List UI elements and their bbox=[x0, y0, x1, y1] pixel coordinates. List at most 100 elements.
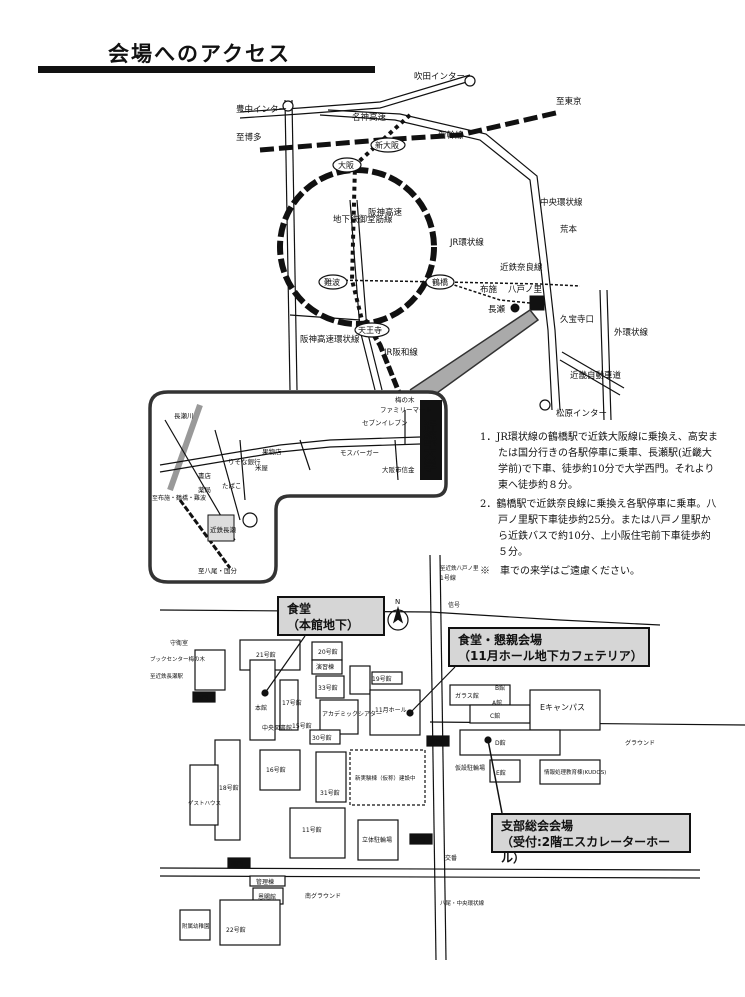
north-label: N bbox=[395, 598, 400, 606]
building-label: D館 bbox=[495, 739, 506, 747]
access-note: ※ 車での来学はご遠慮ください。 bbox=[480, 566, 640, 577]
gate-label: 東門 bbox=[413, 836, 425, 844]
campus-label: ブックセンター梅の木 bbox=[150, 655, 206, 663]
title-rule bbox=[38, 66, 375, 73]
campus-label: 八尾・中央環状線 bbox=[440, 899, 485, 907]
local-label: 書店 bbox=[198, 471, 212, 480]
campus-label: 至近鉄八戸ノ里 bbox=[440, 564, 479, 572]
building-label: 管理棟 bbox=[256, 878, 274, 886]
station-label: 長瀬 bbox=[488, 304, 506, 315]
page-title: 会場へのアクセス bbox=[108, 41, 291, 66]
building-label: 16号館 bbox=[266, 766, 286, 774]
line-label: 地下鉄御堂筋線 bbox=[333, 214, 393, 225]
local-label: 果物店 bbox=[262, 447, 282, 456]
building-label: 演習棟 bbox=[316, 663, 334, 671]
line-label: JR環状線 bbox=[449, 237, 484, 248]
callout-sub: （11月ホール地下カフェテリア） bbox=[458, 649, 643, 663]
shinkansen-line bbox=[259, 109, 561, 153]
station-label: 難波 bbox=[324, 277, 340, 287]
campus-label: 南グラウンド bbox=[305, 892, 341, 900]
local-label: 近鉄長瀬 bbox=[210, 525, 237, 534]
local-label: りそな銀行 bbox=[228, 457, 261, 466]
place-label: 荒本 bbox=[560, 224, 578, 235]
area-map-labels: 吹田インター 豊中インター 松原インター 至東京 至博多 名神高速 新幹線 中央… bbox=[236, 71, 649, 419]
road-label: 外環状線 bbox=[614, 327, 649, 338]
building-label: Eキャンパス bbox=[540, 703, 585, 712]
gate-label: 西門 bbox=[196, 695, 208, 702]
map-connector bbox=[409, 308, 540, 399]
campus-label: 1号線 bbox=[440, 574, 456, 582]
callout-cafeteria: 食堂 （本館地下） bbox=[277, 596, 385, 636]
building-label: 33号館 bbox=[318, 684, 338, 692]
local-map bbox=[159, 400, 442, 569]
area-map bbox=[239, 74, 625, 421]
building-label: 新実験棟（仮称）建設中 bbox=[355, 774, 416, 782]
building-label: 恩賜館 bbox=[258, 893, 276, 901]
campus-label: 守衛室 bbox=[170, 639, 188, 647]
local-label: 至布施・鶴橋・難波 bbox=[152, 494, 206, 502]
building-label: ガラス館 bbox=[455, 692, 479, 700]
campus-label: 信号 bbox=[448, 601, 460, 609]
building-label: ゲストハウス bbox=[188, 799, 221, 807]
campus-label: 至近鉄長瀬駅 bbox=[150, 672, 184, 680]
building-label: 15号館 bbox=[292, 722, 312, 730]
line-label: JR阪和線 bbox=[383, 347, 418, 358]
building-label: 情報処理教育棟(KUDOS) bbox=[544, 768, 606, 776]
interchange-label: 松原インター bbox=[556, 408, 607, 419]
direction-label: 至博多 bbox=[236, 132, 262, 143]
access-note: 2．鶴橋駅で近鉄奈良線に乗換え各駅停車に乗車。八戸ノ里駅下車徒歩約25分。または… bbox=[480, 499, 717, 558]
local-label: 長瀬川 bbox=[174, 411, 194, 420]
local-label: ファミリーマート bbox=[380, 406, 432, 414]
road-label: 名神高速 bbox=[352, 112, 387, 123]
university-label: 近畿大学 bbox=[421, 419, 437, 473]
building-label: 18号館 bbox=[219, 784, 239, 792]
building-label: 17号館 bbox=[282, 699, 302, 707]
building-label: 11号館 bbox=[302, 826, 322, 834]
road-label: 近畿自動車道 bbox=[570, 370, 622, 381]
station-label: 鶴橋 bbox=[432, 277, 448, 287]
callout-title: 食堂・懇親会場 bbox=[458, 633, 543, 647]
local-label: たばこ bbox=[222, 481, 242, 490]
building-label: 21号館 bbox=[256, 651, 276, 659]
callout-branch-meeting: 支部総会会場 （受付:2階エスカレーターホール） bbox=[491, 813, 691, 865]
local-map-labels: 長瀬川 至布施・鶴橋・難波 セブンイレブン ファミリーマート モスバーガー 大阪… bbox=[152, 395, 432, 575]
interchange-label: 豊中インター bbox=[236, 104, 287, 115]
callout-title: 支部総会会場 bbox=[501, 819, 574, 833]
local-label: 大阪市信金 bbox=[382, 465, 415, 474]
station-label: 大阪 bbox=[338, 160, 354, 170]
station-label: 久宝寺口 bbox=[560, 314, 594, 325]
callout-reception-hall: 食堂・懇親会場 （11月ホール地下カフェテリア） bbox=[448, 627, 650, 667]
callout-sub: （本館地下） bbox=[287, 618, 360, 632]
building-label: E館 bbox=[496, 769, 506, 777]
local-label: 梅の木 bbox=[395, 395, 415, 404]
building-label: 本館 bbox=[255, 704, 267, 712]
station-label: 天王寺 bbox=[358, 326, 382, 335]
building-label: 11月ホール bbox=[375, 707, 407, 714]
building-label: 立体駐輪場 bbox=[362, 836, 392, 844]
interchange-label: 吹田インター bbox=[414, 71, 465, 82]
station-label: 布施 bbox=[480, 284, 498, 295]
local-label: 至八尾・国分 bbox=[198, 566, 238, 575]
road-label: 新幹線 bbox=[438, 130, 464, 141]
direction-label: 至東京 bbox=[556, 96, 582, 107]
local-label: 米屋 bbox=[255, 463, 269, 472]
station-label: 八戸ノ里 bbox=[508, 285, 543, 295]
kintetsu-nara-line bbox=[329, 279, 581, 287]
local-label: 薬局 bbox=[198, 485, 211, 494]
callout-sub: （受付:2階エスカレーターホール） bbox=[501, 835, 671, 865]
access-note: 1．JR環状線の鶴橋駅で近鉄大阪線に乗換え、高安または国分行きの各駅停車に乗車、… bbox=[480, 432, 718, 491]
access-notes: 1．JR環状線の鶴橋駅で近鉄大阪線に乗換え、高安または国分行きの各駅停車に乗車、… bbox=[480, 430, 720, 583]
building-label: C館 bbox=[490, 712, 500, 720]
campus-label: グラウンド bbox=[625, 739, 655, 747]
building-label: 中央図書館 bbox=[262, 724, 292, 732]
building-label: B館 bbox=[495, 684, 505, 692]
line-label: 近鉄奈良線 bbox=[500, 262, 543, 273]
building-label: 31号館 bbox=[320, 789, 340, 797]
local-label: モスバーガー bbox=[340, 448, 379, 457]
building-label: 22号館 bbox=[226, 926, 246, 934]
building-label: 19号館 bbox=[372, 675, 392, 683]
kintetsu-osaka-line bbox=[444, 281, 541, 305]
building-label: 仮設駐輪場 bbox=[455, 764, 485, 772]
campus-label: 交番 bbox=[445, 854, 457, 862]
